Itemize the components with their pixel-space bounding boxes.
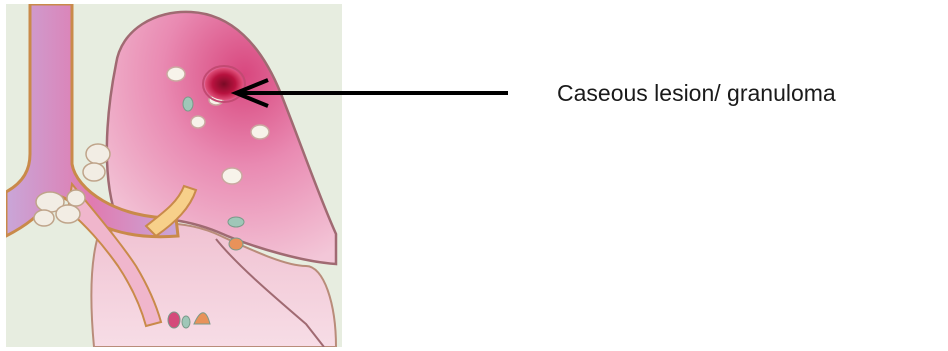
lung-cross-section-illustration [6, 4, 342, 347]
annotation-arrow [230, 78, 510, 108]
lesion-label: Caseous lesion/ granuloma [557, 78, 836, 108]
